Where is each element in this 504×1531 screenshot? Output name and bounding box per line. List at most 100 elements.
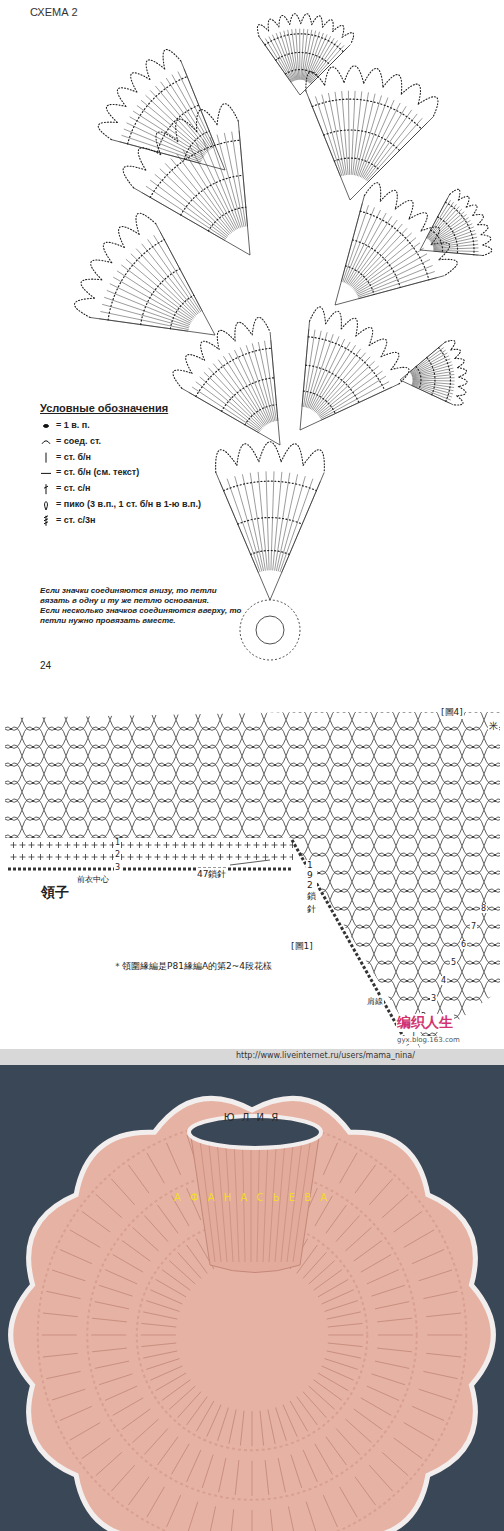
mesh-net bbox=[5, 712, 500, 1052]
legend-entry: = ст. с/3н bbox=[56, 515, 206, 526]
scallop-edge bbox=[75, 213, 156, 317]
legend-entry: = ст. б/н bbox=[56, 452, 206, 463]
row-number: 3 bbox=[430, 994, 437, 1003]
fan-edge bbox=[400, 342, 453, 405]
skirt bbox=[11, 1098, 494, 1531]
legend-heading: Условные обозначения bbox=[40, 402, 168, 414]
row-number: 2 bbox=[114, 850, 121, 859]
fan-motifs bbox=[75, 14, 492, 600]
chain-count: 47鎖針 bbox=[196, 868, 227, 881]
author-watermark: А Ф А Н А С Ь Е В А bbox=[174, 1192, 330, 1203]
skirt-texture bbox=[42, 1125, 463, 1531]
scallop-edge bbox=[445, 340, 467, 405]
fan-edge bbox=[111, 61, 225, 170]
skirt-texture bbox=[38, 1121, 467, 1531]
stitch-spokes bbox=[426, 198, 478, 255]
legend-entry: = 1 в. п. bbox=[56, 420, 206, 431]
legend-symbol bbox=[44, 484, 48, 494]
stitch-spokes bbox=[220, 471, 321, 572]
note: Если значки соединяются внизу, то петли … bbox=[40, 586, 245, 606]
note: Если несколько значков соединяются вверх… bbox=[40, 606, 245, 626]
stroke bbox=[44, 484, 48, 494]
stitch-spokes bbox=[341, 203, 436, 298]
legend-entry: = соед. ст. bbox=[56, 436, 206, 447]
center-ring bbox=[240, 600, 300, 660]
scallop-edge bbox=[310, 307, 410, 384]
stitch-spokes bbox=[262, 29, 347, 84]
row-number: 8 bbox=[480, 904, 487, 913]
page-number: 24 bbox=[40, 660, 51, 671]
chain-arcs bbox=[346, 211, 429, 294]
stitch-spokes bbox=[120, 69, 216, 164]
legend-symbol bbox=[41, 473, 51, 474]
legend: = 1 в. п.= соед. ст.= ст. б/н= ст. б/н (… bbox=[56, 420, 206, 531]
fan-edge bbox=[90, 224, 215, 335]
chain-count: 192鎖針 bbox=[306, 860, 317, 916]
legend-symbol bbox=[45, 502, 48, 510]
watermark: 编织人生 bbox=[396, 1014, 454, 1032]
legend-symbol bbox=[42, 441, 50, 444]
row-number: 3 bbox=[114, 863, 121, 872]
stitch-spokes bbox=[142, 131, 248, 241]
legend-symbol bbox=[46, 453, 47, 463]
chain-arcs bbox=[303, 337, 384, 414]
chain-row bbox=[8, 868, 292, 871]
fan-edge bbox=[134, 121, 250, 255]
page-ground bbox=[0, 0, 504, 697]
fan-edge bbox=[259, 37, 351, 96]
scallop-edge bbox=[306, 66, 438, 117]
chain-arcs bbox=[431, 202, 474, 254]
scallop-edge bbox=[450, 189, 492, 255]
center-ring bbox=[256, 616, 284, 644]
fan-edge bbox=[420, 194, 483, 255]
note-block: Если значки соединяются внизу, то петли … bbox=[40, 586, 245, 626]
part-name: 領子 bbox=[40, 884, 70, 902]
dress-photo bbox=[11, 1098, 494, 1531]
chart-title: СХЕМА 2 bbox=[30, 6, 78, 18]
row-number: 4 bbox=[440, 976, 447, 985]
row-number: 1 bbox=[114, 838, 121, 847]
page-ground bbox=[0, 697, 504, 1065]
row-number: 5 bbox=[450, 958, 457, 967]
author-watermark: Ю Л И Я bbox=[224, 1112, 280, 1123]
stitch-spokes bbox=[410, 345, 455, 403]
scallop-edge bbox=[364, 183, 457, 276]
legend-entry: = ст. с/н bbox=[56, 483, 206, 494]
stroke bbox=[44, 516, 48, 526]
stroke bbox=[44, 425, 49, 428]
watermark: gyx.blog.163.com bbox=[396, 1036, 461, 1044]
sc-rows bbox=[8, 839, 293, 863]
url-bar bbox=[0, 1049, 504, 1065]
chain-arcs bbox=[196, 348, 277, 425]
chain-arcs bbox=[108, 240, 194, 329]
fan-edge bbox=[306, 91, 433, 200]
fan-edge bbox=[300, 321, 399, 430]
chain-arcs bbox=[416, 348, 450, 402]
scallop-edge bbox=[216, 442, 325, 473]
legend-symbol bbox=[44, 425, 49, 428]
fan-edge bbox=[216, 472, 324, 600]
stitch-spokes bbox=[309, 91, 427, 182]
stroke bbox=[46, 453, 47, 463]
chain-arcs bbox=[128, 77, 210, 160]
fan-edge bbox=[335, 196, 445, 306]
stitch-spokes bbox=[302, 329, 392, 420]
symbol-mark: 米 bbox=[488, 720, 499, 733]
center-mark: 前衣中心 bbox=[76, 874, 110, 885]
figure-number: [圖4] bbox=[440, 706, 464, 719]
chain-arcs bbox=[265, 34, 343, 77]
scallop-edge bbox=[257, 14, 353, 45]
row-number: 6 bbox=[460, 940, 467, 949]
stroke bbox=[45, 502, 48, 510]
legend-symbol bbox=[44, 516, 48, 526]
leader-line bbox=[230, 860, 270, 865]
row-number: 7 bbox=[470, 922, 477, 931]
stroke bbox=[41, 473, 51, 474]
legend-entry: = пико (3 в.п., 1 ст. б/н в 1-ю в.п.) bbox=[56, 499, 206, 510]
part-name: 肩線 bbox=[366, 996, 384, 1007]
figure-number: [圖1] bbox=[290, 940, 314, 953]
scallop-edge bbox=[98, 50, 181, 140]
fan-edge bbox=[182, 332, 280, 445]
url-watermark: http://www.liveinternet.ru/users/mama_ni… bbox=[236, 1051, 415, 1060]
